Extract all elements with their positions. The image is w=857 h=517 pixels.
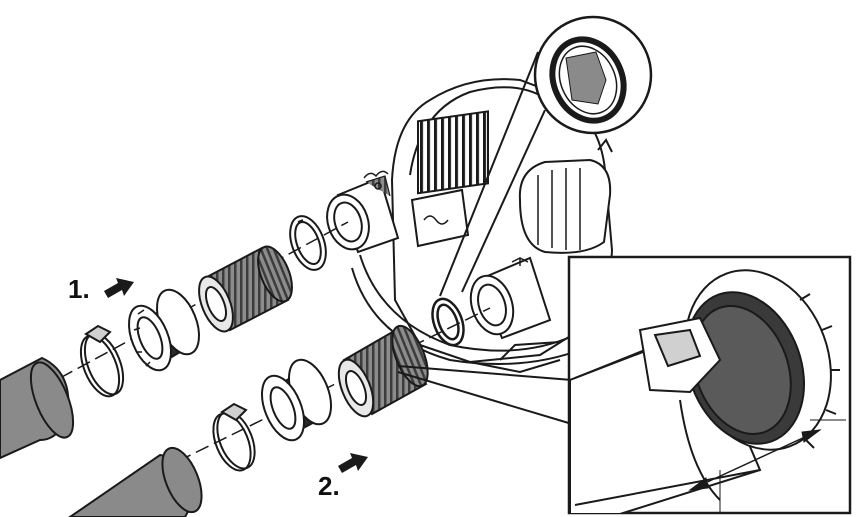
cooling-ribs — [417, 110, 489, 195]
seal-detail-callout — [439, 15, 653, 297]
step-2-label: 2. — [318, 471, 340, 501]
gear-symbol-icon — [363, 170, 389, 190]
step-1-arrow-icon — [104, 278, 134, 298]
upper-sealing-ring — [289, 215, 327, 271]
upper-outlet-port — [326, 175, 400, 254]
step-2-arrow-icon — [338, 453, 368, 473]
upper-hose-connector — [198, 245, 293, 333]
clamp-detail-callout — [397, 255, 852, 515]
step-1-label: 1. — [68, 274, 90, 304]
lower-hose-connector — [337, 324, 429, 418]
upper-hose — [0, 356, 75, 460]
lower-hose-clamp — [212, 402, 256, 472]
lower-hose — [68, 446, 203, 517]
dimension-arrow-icon — [688, 429, 822, 491]
lower-union-nut — [261, 358, 332, 442]
lower-outlet-port — [469, 256, 552, 340]
upper-hose-clamp — [79, 324, 125, 398]
lower-sealing-ring — [431, 297, 465, 347]
upper-union-nut — [128, 288, 200, 372]
pump-housing — [351, 78, 614, 374]
